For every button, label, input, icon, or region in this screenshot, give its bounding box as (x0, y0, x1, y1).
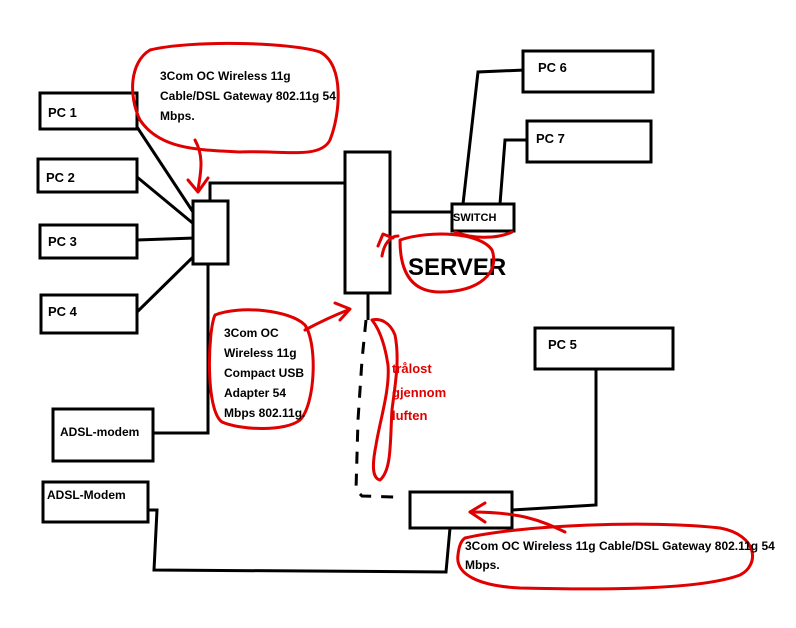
wire-gateway-server (208, 181, 345, 200)
usb-adapter-line-4: Adapter 54 (224, 386, 286, 400)
pc2-box (36, 157, 139, 194)
usb-adapter-cloud (207, 308, 315, 430)
adsl-modem-1-label: ADSL-modem (60, 425, 139, 439)
wire-pc3-gateway (136, 236, 196, 242)
gateway-top-arrow-head (186, 176, 210, 194)
gateway-bottom-arrow-head (468, 501, 487, 524)
red-annotations (131, 41, 755, 591)
pc5-label: PC 5 (548, 337, 577, 352)
gateway-top-line-2: Cable/DSL Gateway 802.11g 54 (160, 89, 336, 103)
usb-adapter-arrow-line (303, 308, 350, 332)
gateway-top-cloud (131, 41, 340, 155)
gateway-bottom-arrow-line (468, 510, 567, 534)
server-cloud (398, 232, 496, 294)
gateway-top-line-3: Mbps. (160, 109, 195, 123)
adsl-modem-1-box (51, 407, 155, 463)
annotation-texts: 3Com OC Wireless 11g Cable/DSL Gateway 8… (160, 69, 775, 572)
pc1-label: PC 1 (48, 105, 77, 120)
switch-label: SWITCH (453, 212, 496, 224)
wire-modem1-gateway (153, 265, 210, 435)
pc2-label: PC 2 (46, 170, 75, 185)
pc4-label: PC 4 (48, 304, 78, 319)
gateway-2-box (408, 490, 514, 530)
switch-red-underline (453, 230, 514, 239)
adsl-modem-2-box (41, 480, 150, 524)
gateway-box (191, 199, 230, 266)
pc6-label: PC 6 (538, 60, 567, 75)
server-arrow-head (376, 232, 395, 248)
server-arrow-line (380, 234, 400, 258)
adsl-modem-2-label: ADSL-Modem (47, 488, 126, 502)
gateway-top-line-1: 3Com OC Wireless 11g (160, 69, 291, 83)
gateway-bottom-cloud (456, 522, 755, 591)
pc7-label: PC 7 (536, 131, 565, 146)
usb-adapter-line-3: Compact USB (224, 366, 304, 380)
pc7-box (525, 119, 653, 164)
usb-adapter-line-1: 3Com OC (224, 326, 279, 340)
wireless-outline (370, 318, 399, 482)
server-box (343, 150, 392, 295)
pc3-label: PC 3 (48, 234, 77, 249)
pc3-box (38, 223, 139, 260)
pc6-box (521, 49, 655, 94)
usb-adapter-arrow-head (333, 301, 352, 322)
wireless-link-dashed (354, 319, 396, 499)
switch-box (450, 202, 516, 233)
wires (135, 68, 598, 574)
wireless-line-1: trålost (392, 361, 432, 376)
gateway-bottom-line-1: 3Com OC Wireless 11g Cable/DSL Gateway 8… (465, 539, 775, 553)
wire-pc5-gateway2 (511, 369, 598, 512)
pc4-box (39, 293, 139, 335)
wireless-line-3: luften (392, 408, 427, 423)
wire-pc1-gateway (135, 126, 197, 216)
wire-pc4-gateway (135, 253, 197, 314)
boxes (36, 49, 675, 530)
usb-adapter-line-2: Wireless 11g (224, 346, 297, 360)
node-labels: PC 1 PC 2 PC 3 PC 4 PC 6 PC 7 PC 5 ADSL-… (46, 60, 577, 502)
wire-pc2-gateway (136, 175, 196, 227)
pc5-box (533, 326, 675, 371)
gateway-bottom-line-2: Mbps. (465, 558, 500, 572)
gateway-top-arrow-line (193, 138, 203, 192)
wire-switch-pc6 (461, 68, 526, 205)
usb-adapter-line-5: Mbps 802.11g. (224, 406, 305, 420)
wire-modem2-gateway2 (148, 508, 452, 574)
wire-switch-pc7 (498, 138, 527, 205)
wireless-line-2: gjennom (392, 385, 446, 400)
server-label: SERVER (408, 254, 506, 281)
